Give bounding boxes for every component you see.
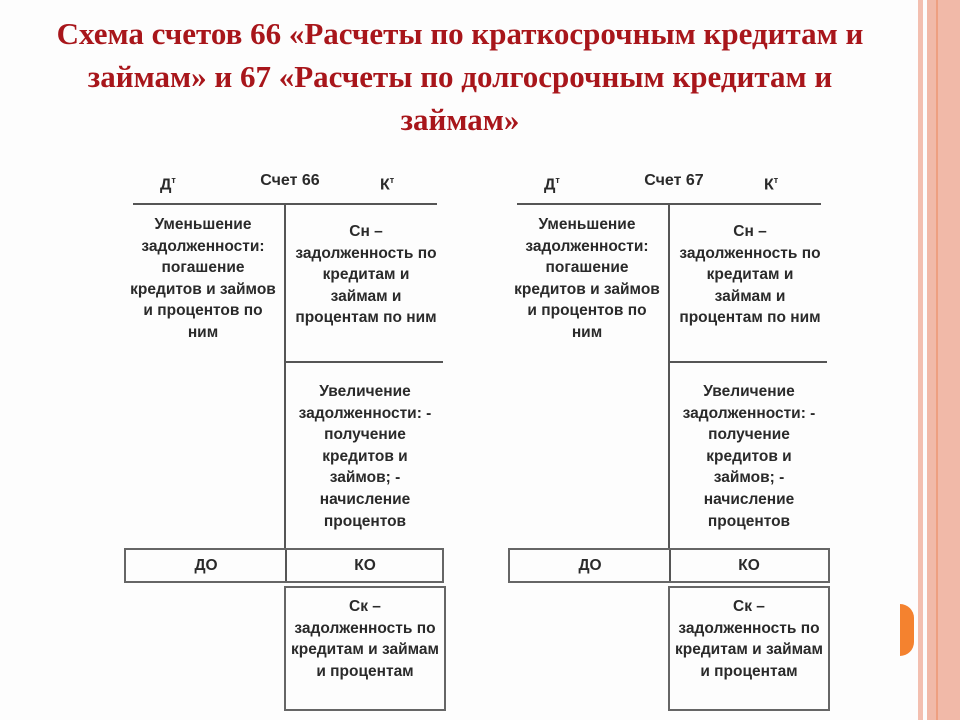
decorative-stripe (927, 0, 960, 720)
account-label: Счет 66 (260, 172, 320, 189)
turnover-divider (669, 550, 671, 581)
credit-header: Кт (764, 175, 779, 194)
account-label: Счет 67 (644, 172, 704, 189)
credit-entries: Увеличение задолженности: - получение кр… (298, 383, 432, 530)
debit-turnover: ДО (578, 557, 602, 574)
t-account-divider (668, 203, 670, 549)
decorative-half-circle (900, 604, 914, 656)
balance-separator (669, 361, 827, 363)
t-account-67: Дт Счет 67 Кт Уменьшение задолженности: … (504, 0, 834, 720)
debit-entries: Уменьшение задолженности: погашение кред… (514, 216, 660, 341)
credit-turnover: КО (738, 557, 760, 574)
turnover-row: ДО КО (124, 548, 444, 583)
turnover-row: ДО КО (508, 548, 830, 583)
credit-header: Кт (380, 175, 395, 194)
credit-turnover: КО (354, 557, 376, 574)
debit-header: Дт (544, 175, 560, 194)
debit-header: Дт (160, 175, 176, 194)
closing-balance-box: Ск – задолженность по кредитам и займам … (284, 586, 446, 711)
t-account-divider (284, 203, 286, 549)
opening-balance: Сн – задолженность по кредитам и займам … (679, 223, 821, 327)
opening-balance: Сн – задолженность по кредитам и займам … (295, 223, 437, 327)
closing-balance-box: Ск – задолженность по кредитам и займам … (668, 586, 830, 711)
decorative-stripe (918, 0, 923, 720)
closing-balance: Ск – задолженность по кредитам и займам … (290, 598, 440, 680)
t-account-66: Дт Счет 66 Кт Уменьшение задолженности: … (120, 0, 450, 720)
debit-entries: Уменьшение задолженности: погашение кред… (130, 216, 276, 341)
debit-turnover: ДО (194, 557, 218, 574)
turnover-divider (285, 550, 287, 581)
credit-entries: Увеличение задолженности: - получение кр… (682, 383, 816, 530)
slide-title: Схема счетов 66 «Расчеты по краткосрочны… (56, 16, 864, 137)
balance-separator (285, 361, 443, 363)
closing-balance: Ск – задолженность по кредитам и займам … (674, 598, 824, 680)
decorative-stripe-line (936, 0, 938, 720)
